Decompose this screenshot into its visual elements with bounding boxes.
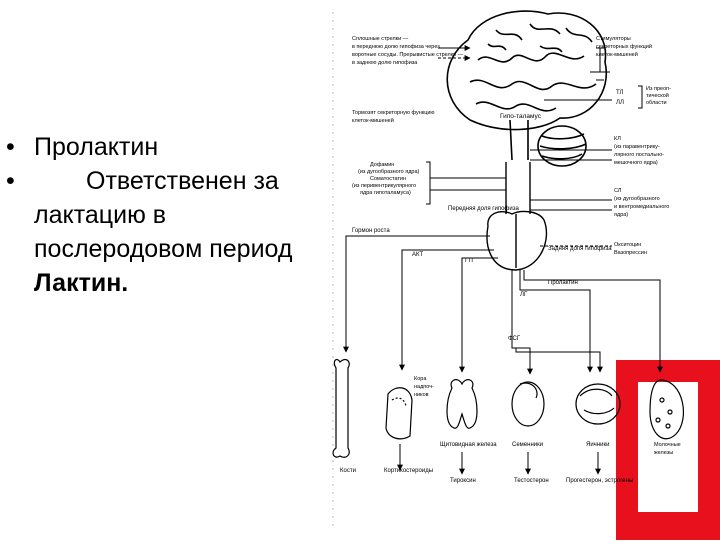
anterior-pituitary-label: Передняя доля гипофиза — [448, 206, 519, 212]
brain-drawing — [446, 10, 608, 167]
svg-text:Кортикостероиды: Кортикостероиды — [384, 468, 433, 474]
svg-text:ЛЛ: ЛЛ — [616, 100, 624, 106]
svg-text:Яичники: Яичники — [586, 442, 609, 448]
svg-text:Дофамин (из дугообразног: Дофамин (из дугообразного ядра) Соматост… — [352, 162, 421, 196]
target-organs — [332, 358, 684, 458]
bullet-dot: • — [6, 133, 15, 161]
adrenal-label: Кора — [414, 376, 427, 382]
posterior-pituitary-label: Задняя доля гипофиза — [548, 246, 612, 252]
svg-text:Из преоп- тической: Из преоп- тической области — [646, 86, 673, 106]
bullet-text: Ответственен за — [86, 167, 279, 195]
inhibitor-note: Тормозят секреторную функцию клеток-мише… — [352, 110, 436, 124]
bullet-item-lactation: • Ответственен за — [6, 164, 318, 198]
bullet-item-prolactin: • Пролактин — [6, 130, 318, 164]
organ-labels: Кости Кора надпоч- ников Щитовидная желе… — [340, 376, 681, 474]
hormone-prolactin-label: Пролактин — [548, 280, 578, 286]
hormone-gh-label: Гормон роста — [352, 228, 390, 234]
right-inputs: ТЛ ЛЛ Из преоп- тической области КЛ (из … — [614, 86, 673, 256]
svg-text:железы: железы — [654, 450, 673, 456]
hormone-arrows — [343, 235, 663, 375]
svg-text:Семенники: Семенники — [512, 442, 543, 448]
svg-text:Молочные: Молочные — [654, 442, 681, 448]
hormone-fsg-label: ФСГ — [508, 336, 521, 342]
text-panel: • Пролактин • Ответственен за лактацию в… — [0, 0, 318, 540]
top-right-note: Стимуляторы секреторных функций клеток-м… — [596, 36, 653, 58]
left-inputs: Дофамин (из дугообразного ядра) Соматост… — [352, 162, 421, 196]
svg-text:ТЛ: ТЛ — [616, 90, 624, 96]
bullet-dot: • — [6, 167, 15, 195]
bullet-continuation-2: послеродовом период — [34, 235, 293, 263]
bullet-continuation-bold: Лактин. — [34, 269, 129, 297]
svg-text:Тестостерон: Тестостерон — [514, 478, 549, 484]
svg-text:Кости: Кости — [340, 468, 356, 474]
svg-text:СЛ (из дугообразного: СЛ (из дугообразного и вентромедиального… — [614, 188, 671, 218]
bullet-text: Пролактин — [34, 133, 159, 161]
svg-text:Окситоцин Вазопрессин: Окситоцин Вазопрессин — [614, 242, 647, 256]
hypothalamus-label: Гипо-таламус — [500, 113, 542, 120]
svg-text:КЛ (из паравентрику-: КЛ (из паравентрику- лярного постально- … — [614, 136, 666, 166]
hormone-lg-label: ЛГ — [520, 292, 528, 298]
svg-text:надпоч-: надпоч- — [414, 384, 434, 390]
hormone-ttg-label: ТТГ — [464, 258, 475, 264]
red-accent-block — [616, 360, 720, 540]
hormone-act-label: АКТ — [412, 252, 423, 258]
svg-text:Тироксин: Тироксин — [450, 478, 476, 484]
bullet-continuation-1: лактацию в — [34, 201, 167, 229]
product-labels: Кортикостероиды Тироксин Тестостерон Про… — [384, 468, 633, 484]
bullet-list: • Пролактин • Ответственен за лактацию в… — [6, 130, 318, 300]
svg-text:Прогестерон, эстрогены: Прогестерон, эстрогены — [566, 478, 633, 484]
svg-text:ников: ников — [414, 392, 429, 398]
pituitary-drawing — [486, 162, 548, 271]
svg-text:Щитовидная железа: Щитовидная железа — [440, 442, 497, 448]
top-left-note: Сплошные стрелки — в переднюю долю гипоф… — [352, 36, 465, 66]
